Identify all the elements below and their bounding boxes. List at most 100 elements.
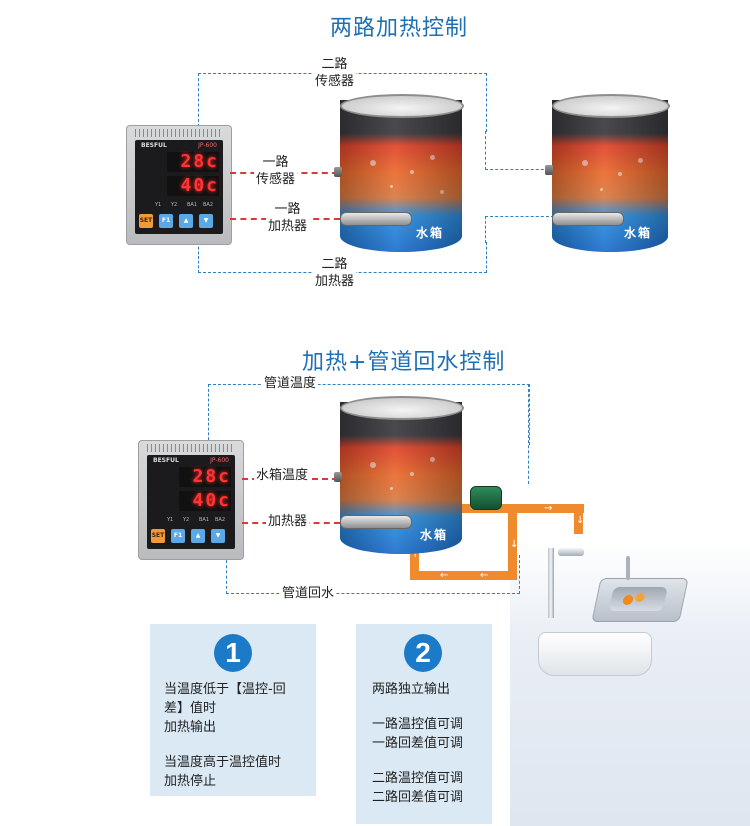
info-box-1: 1 当温度低于【温控-回 差】值时 加热输出 当温度高于温控值时 加热停止	[150, 624, 316, 796]
shower-icon	[548, 548, 554, 618]
flow-arrow-icon: →	[544, 503, 553, 514]
tank-3-lid	[340, 396, 464, 420]
info-line: 加热输出	[164, 720, 217, 735]
info-box-2: 2 两路独立输出 一路温控值可调 一路回差值可调 二路温控值可调 二路回差值可调	[356, 624, 492, 824]
info-line: 一路回差值可调	[372, 736, 464, 751]
return-pipe-bottom	[410, 571, 517, 580]
controller-face: BESFUL JP-600 28c 40c Y1 Y2 BA1 BA2 SET …	[147, 455, 235, 549]
water-tank-2: 水箱	[552, 100, 668, 252]
info-line: 差】值时	[164, 701, 217, 716]
set-key[interactable]: SET	[139, 214, 153, 228]
info-line: 两路独立输出	[372, 682, 451, 697]
return-pipe-rise	[410, 540, 419, 580]
controller-face: BESFUL JP-600 28c 40c Y1 Y2 BA1 BA2 SET …	[135, 140, 223, 234]
info-line: 二路温控值可调	[372, 771, 464, 786]
bathtub-icon	[538, 632, 652, 676]
indicator-ba1: BA1	[199, 517, 210, 523]
section2-title: 加热+管道回水控制	[302, 350, 506, 375]
tank-2-lid	[552, 94, 670, 118]
controller-brand: BESFUL	[141, 142, 167, 149]
controller-top-display: 28c	[179, 467, 231, 487]
sensor2-label-line2: 传感器	[315, 74, 355, 89]
up-key[interactable]: ▲	[191, 529, 205, 543]
outlet-pipe-drop	[574, 504, 583, 534]
controller-top-display: 28c	[167, 152, 219, 172]
info-line: 加热停止	[164, 774, 217, 789]
controller-bottom-display: 40c	[167, 176, 219, 196]
sensor-probe-2	[545, 165, 553, 175]
pipe-temp-wire-drop	[528, 384, 529, 484]
shower-head-icon	[558, 548, 584, 556]
section1-title: 两路加热控制	[330, 16, 469, 41]
flow-arrow-icon: ↓	[510, 539, 519, 550]
sensor1-label: 一路 传感器	[254, 154, 298, 188]
sensor2-label: 二路 传感器	[313, 56, 357, 90]
water-tank-1: 水箱	[340, 100, 462, 252]
sink-icon	[591, 578, 689, 622]
sensor1-label-line2: 传感器	[256, 172, 296, 187]
heater2-label-line2: 加热器	[315, 274, 355, 289]
tank-temp-label: 水箱温度	[254, 467, 311, 484]
indicator-y2: Y2	[171, 202, 178, 208]
heater-label: 加热器	[266, 513, 310, 530]
down-key[interactable]: ▼	[199, 214, 213, 228]
water-tank-3: 水箱	[340, 402, 462, 554]
circulation-pump-icon	[470, 486, 502, 510]
sensor2-label-line1: 二路	[321, 57, 348, 72]
pipe-temp-label: 管道温度	[262, 375, 319, 392]
return-pipe-vertical	[508, 504, 517, 580]
indicator-ba1: BA1	[187, 202, 198, 208]
temperature-controller-1: BESFUL JP-600 28c 40c Y1 Y2 BA1 BA2 SET …	[126, 125, 232, 245]
tank-label: 水箱	[624, 226, 653, 240]
tank-1-lid	[340, 94, 464, 118]
down-key[interactable]: ▼	[211, 529, 225, 543]
f1-key[interactable]: F1	[159, 214, 173, 228]
pipe-temp-wire	[208, 384, 530, 445]
controller-vent	[135, 129, 223, 137]
indicator-ba2: BA2	[203, 202, 214, 208]
indicator-y1: Y1	[167, 517, 174, 523]
controller-model: JP-600	[198, 142, 217, 149]
sensor2-wire-drop	[485, 131, 554, 170]
tank-label: 水箱	[420, 528, 449, 542]
heater2-label: 二路 加热器	[313, 256, 357, 290]
controller-model: JP-600	[210, 457, 229, 464]
sensor1-label-line1: 一路	[262, 155, 289, 170]
return-wire	[226, 555, 520, 594]
heater2-label-line1: 二路	[321, 257, 348, 272]
set-key[interactable]: SET	[151, 529, 165, 543]
info-line: 当温度高于温控值时	[164, 755, 282, 770]
info-line: 二路回差值可调	[372, 790, 464, 805]
heater1-label-line1: 一路	[274, 202, 301, 217]
indicator-ba2: BA2	[215, 517, 226, 523]
heater1-label-line2: 加热器	[268, 219, 308, 234]
heater1-label: 一路 加热器	[266, 201, 310, 235]
info-box-1-text: 当温度低于【温控-回 差】值时 加热输出 当温度高于温控值时 加热停止	[164, 680, 314, 791]
up-key[interactable]: ▲	[179, 214, 193, 228]
info-line: 当温度低于【温控-回	[164, 682, 286, 697]
flow-arrow-icon: ↓	[576, 515, 585, 526]
faucet-icon	[626, 556, 630, 580]
info-line: 一路温控值可调	[372, 717, 464, 732]
sensor-probe-1	[334, 167, 342, 177]
tank-label: 水箱	[416, 226, 445, 240]
flow-arrow-icon: ←	[480, 570, 489, 581]
heater-element-3	[340, 515, 412, 529]
return-water-label: 管道回水	[280, 585, 337, 602]
info-box-2-text: 两路独立输出 一路温控值可调 一路回差值可调 二路温控值可调 二路回差值可调	[372, 680, 490, 807]
temperature-controller-2: BESFUL JP-600 28c 40c Y1 Y2 BA1 BA2 SET …	[138, 440, 244, 560]
indicator-y1: Y1	[155, 202, 162, 208]
flow-arrow-icon: ←	[440, 570, 449, 581]
outlet-pipe	[460, 504, 584, 513]
heater2-wire-rise	[485, 216, 554, 243]
controller-vent	[147, 444, 235, 452]
heater-element-1	[340, 212, 412, 226]
heater-element-2	[552, 212, 624, 226]
f1-key[interactable]: F1	[171, 529, 185, 543]
indicator-y2: Y2	[183, 517, 190, 523]
controller-brand: BESFUL	[153, 457, 179, 464]
step-badge: 1	[214, 634, 252, 672]
controller-bottom-display: 40c	[179, 491, 231, 511]
sensor-probe-3	[334, 472, 342, 482]
flow-arrow-icon: ↑	[411, 549, 420, 560]
